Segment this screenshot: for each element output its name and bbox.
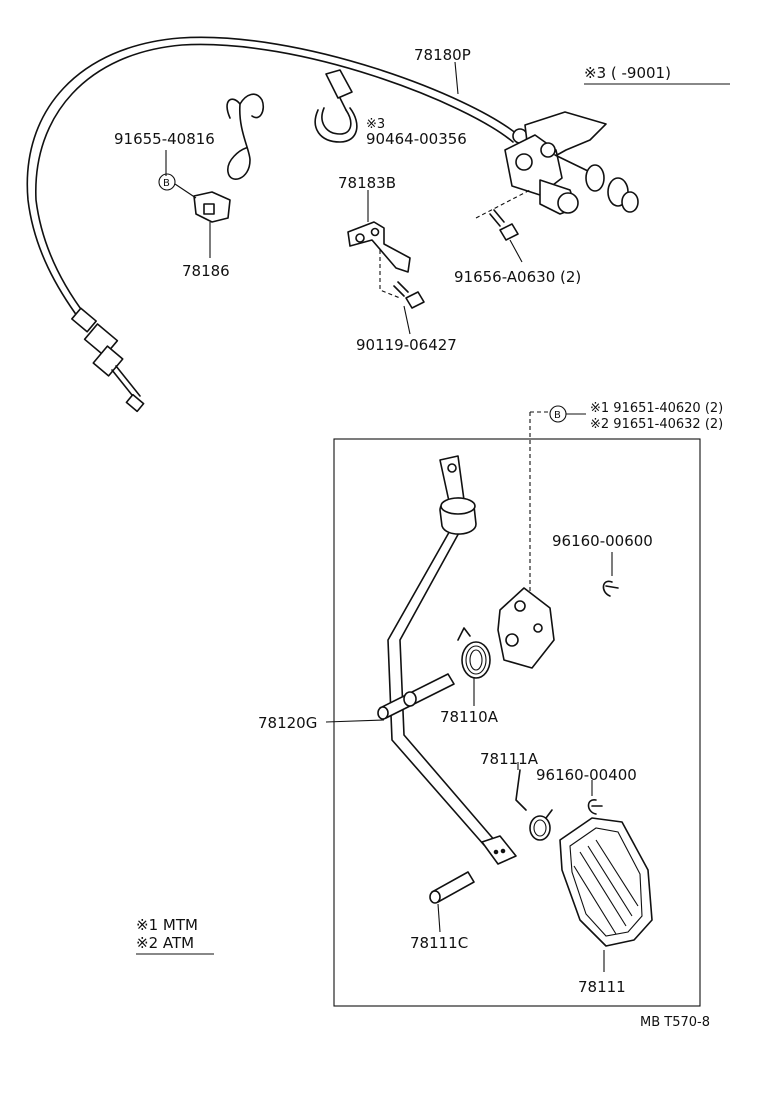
label-91651-40632: ※2 91651-40632 (2): [590, 417, 723, 432]
label-78183b: 78183B: [338, 174, 396, 192]
label-91651-40620: ※1 91651-40620 (2): [590, 401, 723, 416]
cable-bracket: [347, 221, 411, 273]
pedal-lever: [387, 455, 517, 865]
leader-lines: [165, 61, 613, 972]
e-ring-96160-00400: [587, 799, 603, 815]
label-91656-a0630: 91656-A0630 (2): [454, 268, 581, 286]
label-90119-06427: 90119-06427: [356, 336, 457, 354]
svg-text:B: B: [554, 410, 561, 421]
label-78111: 78111: [578, 978, 626, 996]
label-clamp-note: ※3: [366, 117, 385, 132]
label-78110a: 78110A: [440, 708, 499, 726]
legend-note-3: ※3 ( -9001): [584, 64, 671, 82]
marker-b-lower: B: [549, 405, 567, 423]
guide-bolt-c: [529, 411, 548, 600]
legend-note-1: ※1 MTM: [136, 916, 198, 934]
cable-holder: [193, 93, 265, 258]
label-78111a: 78111A: [480, 750, 539, 768]
marker-b-upper: B: [158, 173, 176, 191]
throttle-bracket-assembly: [504, 111, 639, 215]
return-spring-78110a: [457, 627, 491, 700]
pedal-pad: [559, 817, 653, 947]
label-90464-00356: 90464-00356: [366, 130, 467, 148]
pedal-pin: [429, 871, 475, 904]
label-78186: 78186: [182, 262, 230, 280]
label-78111c: 78111C: [410, 934, 468, 952]
legend-note-2: ※2 ATM: [136, 934, 194, 952]
pedal-assembly-frame: [333, 438, 701, 1007]
e-ring-96160-00600: [602, 580, 619, 597]
label-91655-40816: 91655-40816: [114, 130, 215, 148]
label-96160-00600: 96160-00600: [552, 532, 653, 550]
label-78180p: 78180P: [414, 46, 471, 64]
accelerator-cable: [26, 36, 528, 413]
label-78120g: 78120G: [258, 714, 317, 732]
pivot-shaft: [377, 673, 455, 720]
svg-text:B: B: [163, 178, 170, 189]
drawing-code: MB T570-8: [640, 1015, 710, 1030]
pedal-bracket: [497, 587, 555, 669]
bolt-91656: [489, 209, 519, 241]
guide-bolt-a: [475, 189, 531, 219]
bolt-90119: [393, 281, 425, 309]
cable-clamp: [314, 69, 358, 143]
label-96160-00400: 96160-00400: [536, 766, 637, 784]
spring-78111a: [515, 769, 553, 841]
